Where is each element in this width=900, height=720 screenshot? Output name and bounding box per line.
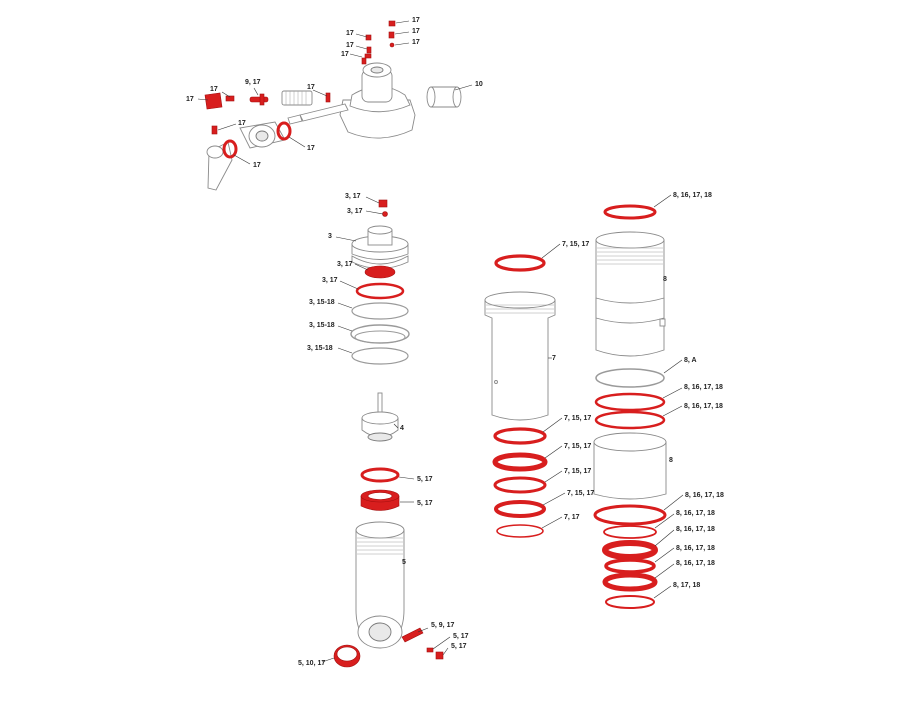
label-8-16-17-18: 8, 16, 17, 18 [676,510,715,517]
air-can-7 [484,254,556,538]
label-5-17: 5, 17 [453,633,469,640]
label-3-17: 3, 17 [322,277,338,284]
label-8-16-17-18: 8, 16, 17, 18 [676,526,715,533]
top-red-hardware [204,20,396,159]
label-17: 17 [307,145,315,152]
label-17: 17 [186,96,194,103]
label-7: 7 [552,355,556,362]
label-5-10-17: 5, 10, 17 [298,660,325,667]
part-labels: 17 17 9, 17 17 17 17 17 17 17 17 10 17 1… [186,17,724,667]
label-7-15-17: 7, 15, 17 [567,490,594,497]
shock-body [333,521,444,668]
leader-lines [197,20,684,663]
label-5: 5 [402,559,406,566]
label-17: 17 [238,120,246,127]
label-17: 17 [412,39,420,46]
label-8-16-17-18: 8, 16, 17, 18 [684,403,723,410]
label-7-17: 7, 17 [564,514,580,521]
label-5-17: 5, 17 [417,476,433,483]
label-17: 17 [307,84,315,91]
label-17: 17 [412,28,420,35]
label-5-9-17: 5, 9, 17 [431,622,454,629]
label-8-16-17-18: 8, 16, 17, 18 [676,560,715,567]
label-10: 10 [475,81,483,88]
piston-assembly [361,392,399,442]
reservoir-head-assembly [206,62,462,191]
label-8: 8 [663,276,667,283]
label-7-15-17: 7, 15, 17 [562,241,589,248]
label-3-15-18: 3, 15-18 [309,299,335,306]
label-17: 17 [346,42,354,49]
label-3-17: 3, 17 [337,261,353,268]
label-8-16-17-18: 8, 16, 17, 18 [684,384,723,391]
label-9-17: 9, 17 [245,79,261,86]
cap-assembly [350,199,410,365]
label-8-16-17-18: 8, 16, 17, 18 [673,192,712,199]
label-8: 8 [669,457,673,464]
label-17: 17 [210,86,218,93]
label-3-17: 3, 17 [345,193,361,200]
label-8-A: 8, A [684,357,697,364]
label-3-15-18: 3, 15-18 [309,322,335,329]
label-7-15-17: 7, 15, 17 [564,443,591,450]
label-3: 3 [328,233,332,240]
air-can-8 [593,204,667,609]
label-8-16-17-18: 8, 16, 17, 18 [676,545,715,552]
label-7-15-17: 7, 15, 17 [564,415,591,422]
label-8-16-17-18: 8, 16, 17, 18 [685,492,724,499]
label-17: 17 [346,30,354,37]
label-3-15-18: 3, 15-18 [307,345,333,352]
label-4: 4 [400,425,404,432]
label-3-17: 3, 17 [347,208,363,215]
label-5-17: 5, 17 [451,643,467,650]
label-17: 17 [253,162,261,169]
label-8-17-18: 8, 17, 18 [673,582,700,589]
label-17: 17 [412,17,420,24]
label-7-15-17: 7, 15, 17 [564,468,591,475]
label-17: 17 [341,51,349,58]
label-5-17: 5, 17 [417,500,433,507]
body-seals [360,467,400,511]
